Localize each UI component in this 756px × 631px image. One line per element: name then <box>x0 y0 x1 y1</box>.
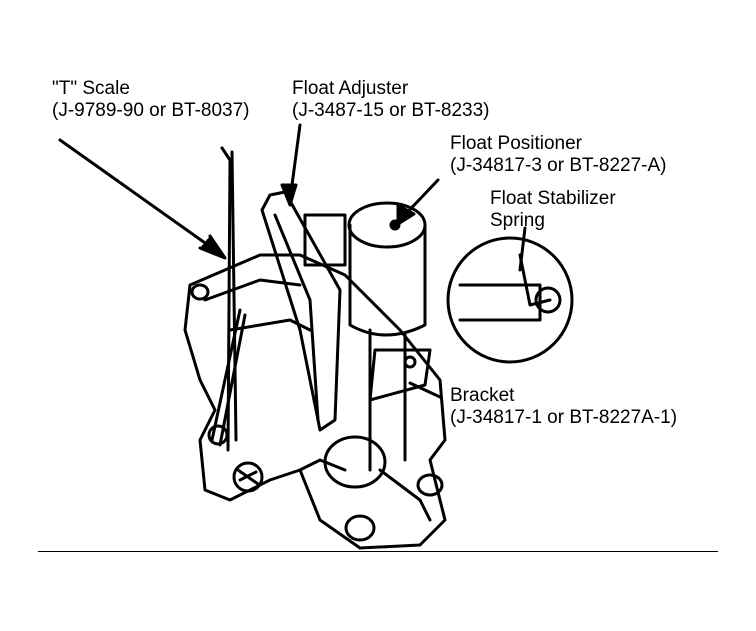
stabilizer-spring-inset <box>446 236 574 364</box>
carburetor-body <box>183 253 447 550</box>
float-adjuster-title: Float Adjuster <box>292 78 409 99</box>
t-scale-title: "T" Scale <box>52 78 130 99</box>
bracket-arrow <box>408 381 442 399</box>
adjustment-screw <box>232 461 264 493</box>
t-scale-label: "T" Scale (J-9789-90 or BT-8037) <box>52 78 250 122</box>
throttle-bore <box>323 435 387 489</box>
float-stabilizer-line1: Float Stabilizer <box>490 188 616 209</box>
bracket-part-number: (J-34817-1 or BT-8227A-1) <box>450 407 678 428</box>
bottom-divider <box>38 551 718 552</box>
float-stabilizer-arrow <box>518 226 527 272</box>
float-stabilizer-line2: Spring <box>490 210 545 231</box>
bracket-title: Bracket <box>450 385 515 406</box>
float-stabilizer-label: Float Stabilizer Spring <box>490 188 616 232</box>
bracket-label: Bracket (J-34817-1 or BT-8227A-1) <box>450 385 677 429</box>
float-adjuster-tool <box>260 190 342 432</box>
t-scale-tool <box>220 146 238 452</box>
float-adjuster-part-number: (J-3487-15 or BT-8233) <box>292 100 490 121</box>
float-positioner-part-number: (J-34817-3 or BT-8227-A) <box>450 155 667 176</box>
bracket-tool <box>368 348 432 402</box>
t-scale-arrow <box>58 138 224 257</box>
float-positioner-tool <box>348 223 427 337</box>
float-adjuster-label: Float Adjuster (J-3487-15 or BT-8233) <box>292 78 490 122</box>
float-positioner-title: Float Positioner <box>450 133 583 154</box>
t-scale-part-number: (J-9789-90 or BT-8037) <box>52 100 250 121</box>
float-positioner-label: Float Positioner (J-34817-3 or BT-8227-A… <box>450 133 667 177</box>
